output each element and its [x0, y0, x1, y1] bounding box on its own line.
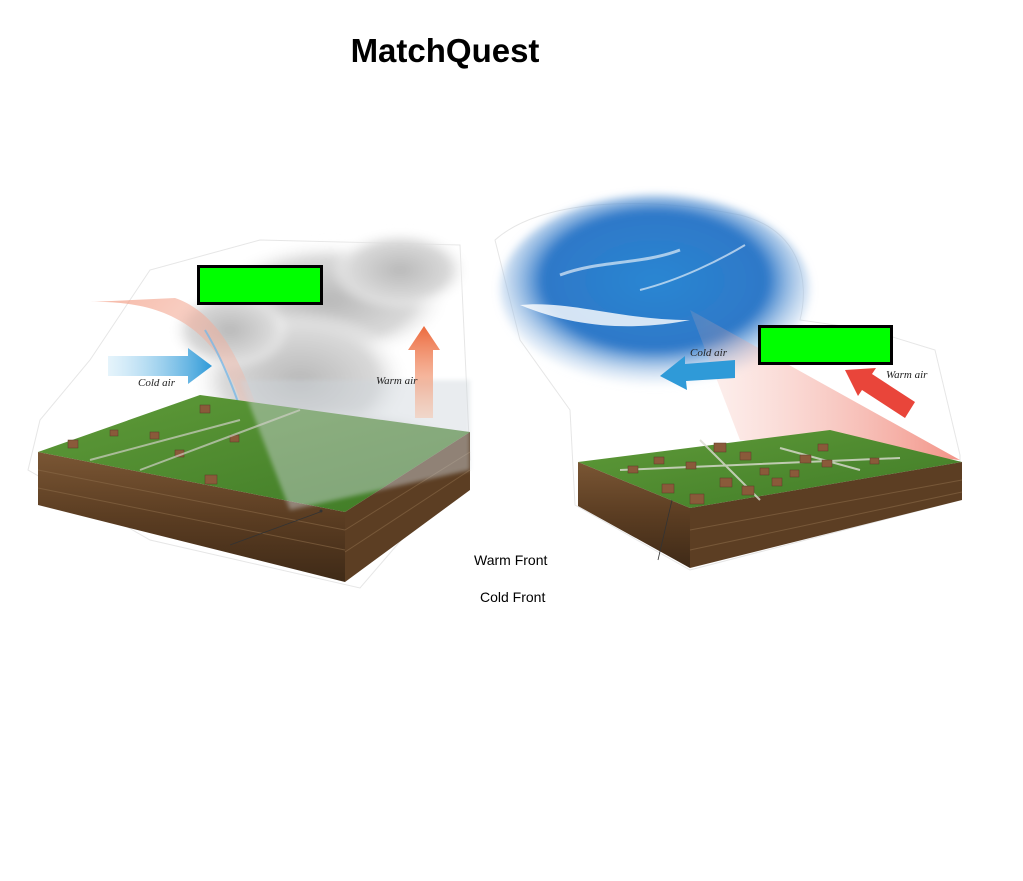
left-cold-air-arrow: [108, 348, 212, 384]
answer-cold-front[interactable]: Cold Front: [480, 589, 546, 605]
left-front-scene: Cold air Warm air: [27, 230, 471, 589]
right-front-scene: Cold air Warm air: [494, 195, 963, 571]
right-warm-air-label: Warm air: [886, 369, 928, 381]
left-warm-air-label: Warm air: [376, 375, 418, 387]
right-drop-target[interactable]: [758, 325, 893, 365]
warm-air-wedge: [690, 310, 960, 460]
right-cold-air-arrow: [660, 356, 735, 390]
left-houses: [67, 404, 240, 485]
left-cold-air-label: Cold air: [138, 377, 176, 389]
right-houses: [627, 442, 880, 505]
right-cold-air-label: Cold air: [690, 347, 728, 359]
answer-warm-front[interactable]: Warm Front: [474, 552, 548, 568]
page-title: MatchQuest: [350, 32, 540, 69]
right-warm-air-arrow: [845, 368, 915, 418]
left-warm-air-arrow: [408, 326, 440, 418]
left-drop-target[interactable]: [197, 265, 323, 305]
